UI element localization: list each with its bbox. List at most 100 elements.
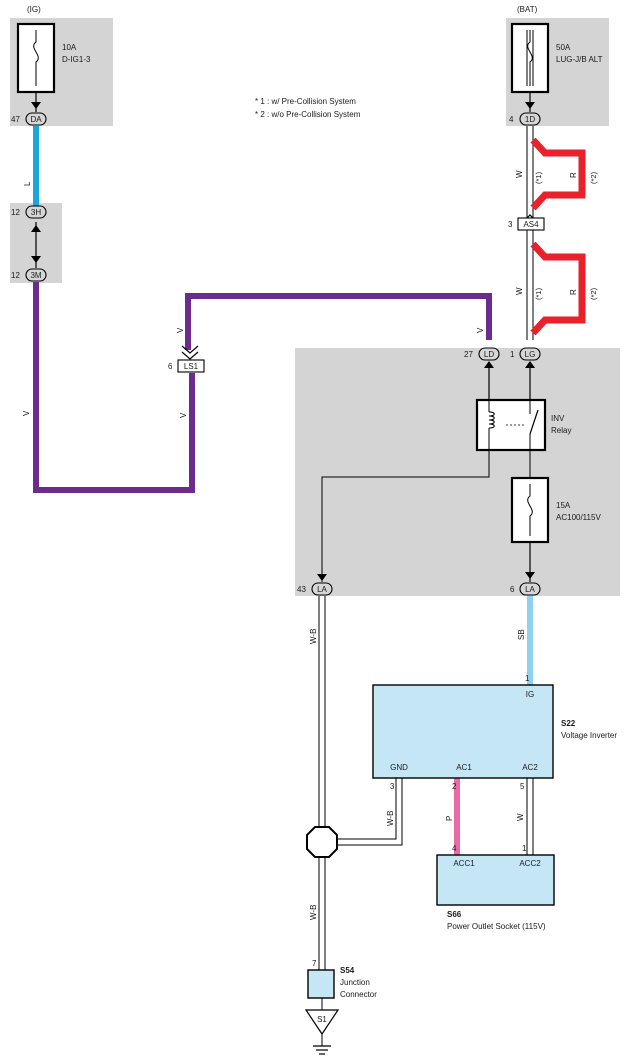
svg-text:27: 27 bbox=[464, 350, 473, 359]
terminal-arrow-icon bbox=[525, 102, 535, 109]
svg-text:47: 47 bbox=[11, 115, 20, 124]
wire-label-sb: SB bbox=[517, 629, 526, 640]
s54-name-line2: Connector bbox=[340, 990, 377, 999]
wire-v-upper bbox=[185, 293, 492, 350]
note-2: * 2 : w/o Pre-Collision System bbox=[255, 110, 361, 119]
wire-label-wb: W-B bbox=[309, 905, 318, 920]
wire-label-r: R bbox=[569, 172, 578, 178]
ground-icon bbox=[313, 1045, 331, 1055]
svg-text:43: 43 bbox=[297, 585, 306, 594]
svg-text:1: 1 bbox=[510, 350, 515, 359]
wire-label-w: W bbox=[515, 287, 524, 295]
bat-fuse-rating: 50A bbox=[556, 43, 571, 52]
svg-text:12: 12 bbox=[11, 208, 20, 217]
svg-text:LG: LG bbox=[525, 350, 536, 359]
wire-label-r: R bbox=[569, 289, 578, 295]
svg-text:2: 2 bbox=[452, 782, 457, 791]
wire-label-w: W bbox=[516, 813, 525, 821]
svg-text:DA: DA bbox=[30, 115, 42, 124]
svg-text:3: 3 bbox=[390, 782, 395, 791]
wire-label-v: V bbox=[22, 410, 31, 416]
ig-source-label: (IG) bbox=[27, 5, 41, 14]
ground-junction bbox=[306, 826, 338, 858]
connector-ld bbox=[478, 347, 500, 361]
ig-fuse-rating: 10A bbox=[62, 43, 77, 52]
wire-r-lower bbox=[530, 241, 586, 336]
svg-text:3H: 3H bbox=[31, 208, 41, 217]
junction-connector bbox=[307, 969, 335, 999]
wire-note-star2: (*2) bbox=[589, 287, 598, 300]
svg-text:AS4: AS4 bbox=[523, 220, 539, 229]
svg-text:1: 1 bbox=[522, 844, 527, 853]
pin-ig: IG bbox=[526, 690, 534, 699]
svg-text:6: 6 bbox=[168, 362, 173, 371]
ac-fuse-name: AC100/115V bbox=[556, 513, 601, 522]
pin-gnd: GND bbox=[390, 763, 408, 772]
voltage-inverter bbox=[372, 684, 554, 779]
bat-source-label: (BAT) bbox=[517, 5, 538, 14]
relay-name-line2: Relay bbox=[551, 426, 571, 435]
pin-acc1: ACC1 bbox=[453, 859, 475, 868]
svg-text:3M: 3M bbox=[30, 271, 41, 280]
wire-r-upper bbox=[530, 137, 586, 211]
svg-text:LD: LD bbox=[484, 350, 494, 359]
power-outlet-socket bbox=[436, 854, 555, 906]
pin-ac1: AC1 bbox=[456, 763, 472, 772]
ac-fuse-rating: 15A bbox=[556, 501, 571, 510]
svg-text:6: 6 bbox=[510, 585, 515, 594]
terminal-arrow-icon bbox=[31, 102, 41, 109]
svg-text:4: 4 bbox=[452, 844, 457, 853]
ground-point bbox=[304, 1009, 340, 1036]
note-1: * 1 : w/ Pre-Collision System bbox=[255, 97, 356, 106]
svg-text:3: 3 bbox=[508, 220, 513, 229]
s22-code: S22 bbox=[561, 719, 576, 728]
svg-text:1: 1 bbox=[525, 674, 530, 683]
wire-label-wb: W-B bbox=[309, 629, 318, 644]
s54-code: S54 bbox=[340, 966, 355, 975]
wire-label-v: V bbox=[176, 327, 185, 333]
relay-coil-icon bbox=[488, 411, 495, 429]
relay-block bbox=[295, 348, 620, 596]
ig-fuse-name: D-IG1-3 bbox=[62, 55, 91, 64]
wire-label-p: P bbox=[445, 816, 454, 821]
connector-da bbox=[25, 112, 47, 126]
bat-fuse-name: LUG-J/B ALT bbox=[556, 55, 603, 64]
wire-v-lower bbox=[33, 282, 195, 493]
svg-text:LA: LA bbox=[525, 585, 535, 594]
fuse-symbol-icon bbox=[527, 30, 533, 86]
wire-note-star2: (*2) bbox=[589, 171, 598, 184]
s54-name-line1: Junction bbox=[340, 978, 370, 987]
connector-arrow-icon bbox=[181, 345, 199, 360]
s66-code: S66 bbox=[447, 910, 462, 919]
fuse-symbol-icon bbox=[527, 484, 533, 536]
svg-text:S1: S1 bbox=[317, 1015, 327, 1024]
connector-ls1 bbox=[177, 359, 205, 373]
wire-label-v: V bbox=[476, 327, 485, 333]
wire-note-star1: (*1) bbox=[534, 171, 543, 184]
fuse-symbol-icon bbox=[33, 30, 39, 86]
svg-text:LS1: LS1 bbox=[184, 362, 199, 371]
svg-text:7: 7 bbox=[312, 959, 317, 968]
connector-3h bbox=[25, 205, 47, 219]
relay-name-line1: INV bbox=[551, 414, 565, 423]
svg-text:1D: 1D bbox=[525, 115, 535, 124]
connector-1d bbox=[519, 112, 541, 126]
s22-name: Voltage Inverter bbox=[561, 731, 617, 740]
wire-label-w: W bbox=[515, 170, 524, 178]
connector-la-right bbox=[519, 582, 541, 596]
wire-label-v: V bbox=[179, 412, 188, 418]
connector-3m bbox=[25, 268, 47, 282]
pin-acc2: ACC2 bbox=[519, 859, 541, 868]
pin-ac2: AC2 bbox=[522, 763, 538, 772]
connector-lg bbox=[519, 347, 541, 361]
s66-name: Power Outlet Socket (115V) bbox=[447, 922, 546, 931]
wire-note-star1: (*1) bbox=[534, 287, 543, 300]
relay-switch-icon bbox=[529, 409, 539, 435]
svg-text:5: 5 bbox=[520, 782, 525, 791]
svg-text:LA: LA bbox=[317, 585, 327, 594]
wire-label-l: L bbox=[23, 181, 32, 186]
connector-la-left bbox=[311, 582, 333, 596]
wire-label-wb: W-B bbox=[386, 811, 395, 826]
svg-text:12: 12 bbox=[11, 271, 20, 280]
